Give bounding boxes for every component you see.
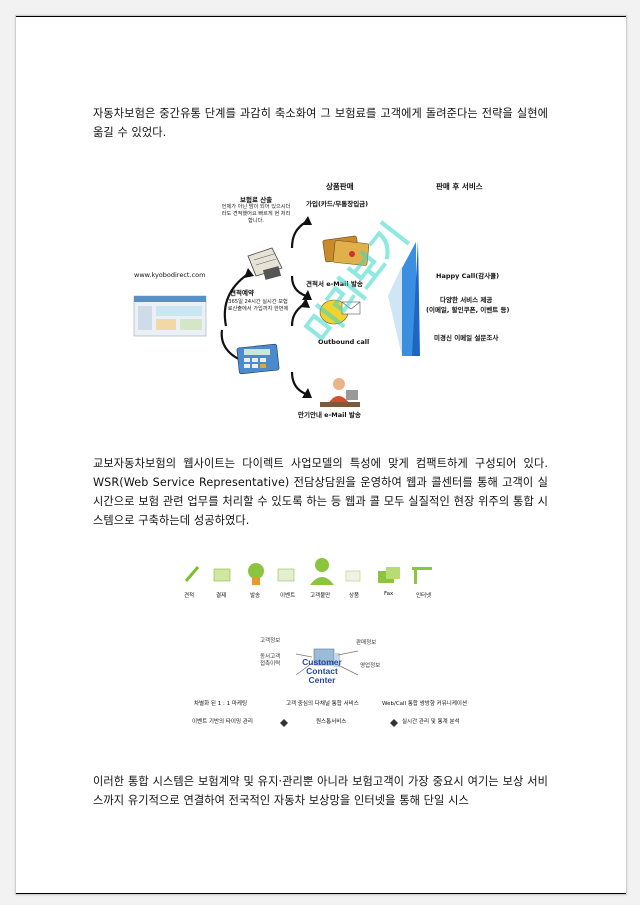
channel-label-7: Fax: [384, 591, 394, 597]
computer-icon: [313, 648, 340, 667]
diagram-graphics: [133, 216, 420, 407]
center-line-1: Customer: [302, 657, 342, 667]
contact-center-graphics: [184, 558, 432, 727]
left-info-3: 접촉이력: [260, 661, 281, 667]
paragraph-3: 이러한 통합 시스템은 보험계약 및 유지·관리뿐 아니라 보험고객이 가장 중…: [93, 775, 548, 807]
channel-label-6: 상품: [349, 593, 360, 599]
operator-icon: [320, 378, 360, 407]
sales-item-1: 가입(카드/무통장입금): [306, 200, 369, 208]
credit-card-icon: [322, 235, 370, 266]
channel-label-5: 고객불만: [310, 593, 331, 599]
feature-5: 원스톱서비스: [316, 719, 347, 725]
service-item-3: (이메일, 할인쿠폰, 이벤트 등): [426, 306, 510, 314]
center-line-3: Center: [308, 675, 336, 685]
paragraph-2: 교보자동차보험의 웹사이트는 다이렉트 사업모델의 특성에 맞게 컴팩트하게 구…: [93, 457, 548, 527]
fax-icon: [378, 567, 400, 583]
channel-label-2: 결제: [216, 593, 227, 599]
internet-icon: [412, 567, 432, 584]
quote-title: 견적예약: [230, 289, 254, 297]
sales-item-4: 만기안내 e-Mail 발송: [298, 411, 361, 419]
feature-6: 실시간 관리 및 통계 분석: [402, 719, 460, 725]
channel-label-1: 견적: [184, 593, 195, 599]
feature-1: 차별화 된 1 : 1 마케팅: [194, 701, 248, 707]
after-service-header: 판매 후 서비스: [436, 182, 483, 191]
premium-calc-title: 보험료 산출: [240, 196, 273, 204]
service-item-2: 다양한 서비스 제공: [440, 296, 493, 304]
site-url: www.kyobodirect.com: [134, 271, 206, 279]
pencil-icon: [184, 566, 200, 582]
service-item-4: 미경신 이메일 설문조사: [434, 334, 499, 342]
paragraph-1: 자동차보험은 중간유통 단계를 과감히 축소화여 그 보험료를 고객에게 돌려준…: [93, 107, 548, 139]
feature-4: 이벤트 기반의 타이밍 관리: [192, 719, 253, 725]
sales-item-3: Outbound call: [318, 338, 370, 346]
quote-desc: 365일 24시간 실시간 보험료산출에서 가입까지 한번에: [227, 299, 289, 312]
center-line-2: Contact: [306, 666, 338, 676]
channel-label-8: 인터넷: [416, 593, 432, 599]
right-info-2: 영업정보: [360, 663, 381, 669]
feature-3: Web/Call 통합 쌍방향 커뮤니케이션: [382, 701, 468, 707]
sales-item-2: 견적서 e-Mail 발송: [306, 280, 363, 288]
service-item-1: Happy Call(감사콜): [436, 272, 500, 280]
card-icon: [213, 568, 231, 582]
right-info-1: 판매정보: [356, 640, 377, 646]
calculator-icon: [236, 343, 280, 375]
product-sales-header: 상품판매: [326, 182, 354, 191]
premium-calc-desc: 언제가 아닌 밤이 되어 있으시더라도 견적했어요 빠르게 현 처리합니다.: [221, 204, 291, 224]
channel-label-3: 발송: [250, 593, 261, 599]
left-info-2: 동서고객: [260, 654, 281, 660]
channel-label-4: 이벤트: [280, 593, 296, 599]
receipt-printer-icon: [247, 247, 283, 280]
box-icon: [277, 568, 295, 582]
contact-center-title: Customer Contact Center: [294, 658, 350, 685]
plant-icon: [248, 563, 264, 585]
product-icon: [345, 570, 361, 582]
document-page: 자동차보험은 중간유통 단계를 과감히 축소화여 그 보험료를 고객에게 돌려준…: [15, 15, 627, 895]
left-info-1: 고객정보: [260, 638, 281, 644]
feature-2: 고객 중심의 다채널 통합 서비스: [286, 701, 359, 707]
customer-icon: [310, 558, 334, 585]
email-character-icon: [319, 299, 361, 325]
